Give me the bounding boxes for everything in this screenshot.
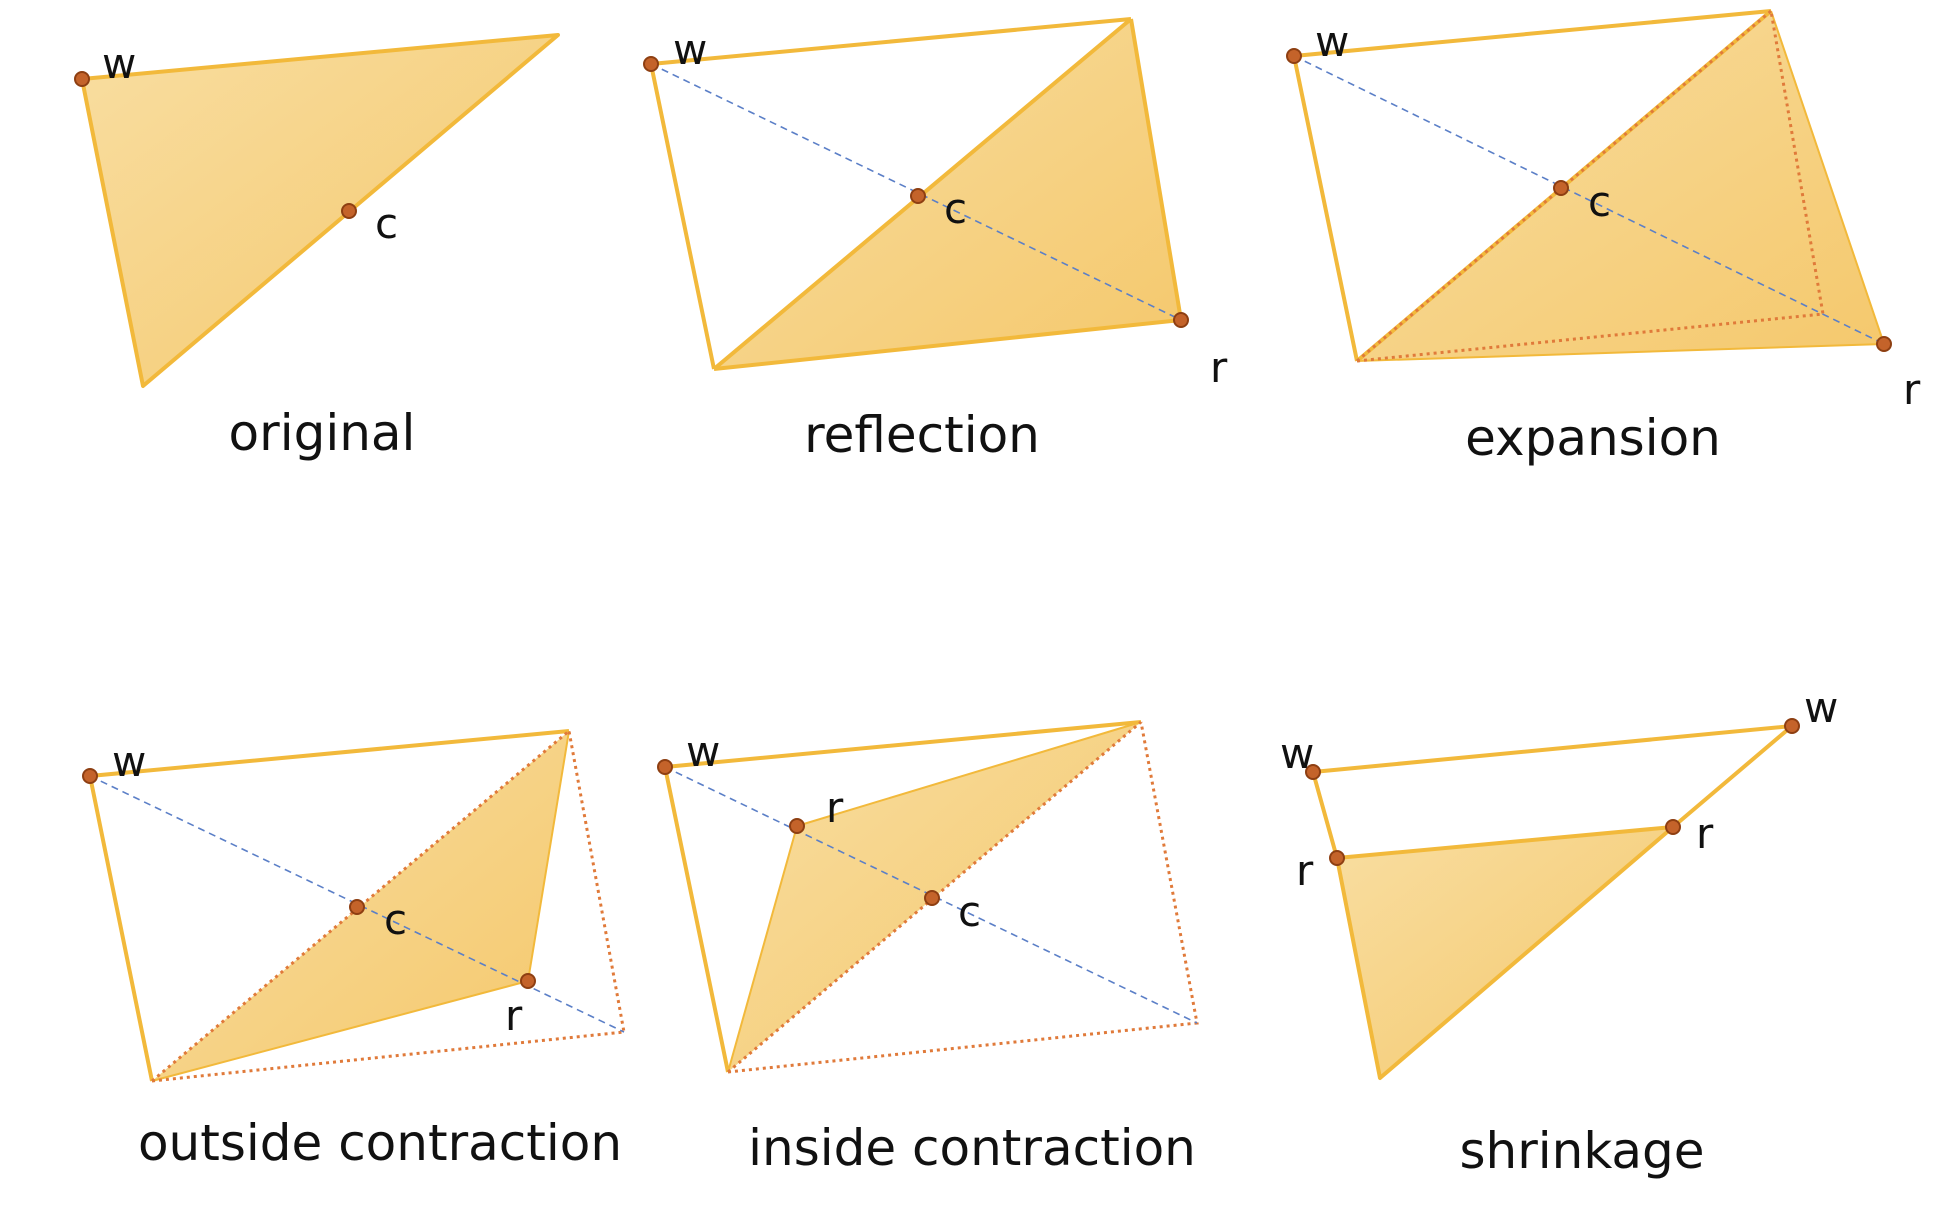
caption-reflection: reflection [804, 406, 1040, 464]
label-r: r [1210, 343, 1228, 392]
point-w [1286, 48, 1302, 64]
label-w: w [1315, 17, 1349, 66]
centroid-line [664, 766, 1198, 1024]
label-w: w [686, 727, 720, 776]
label-w: w [102, 39, 136, 88]
panel-shrinkage: w w r r shrinkage [1280, 683, 1838, 1180]
caption-outside-contraction: outside contraction [138, 1114, 622, 1172]
caption-shrinkage: shrinkage [1459, 1122, 1704, 1180]
point-r [520, 973, 536, 989]
reflected-simplex [714, 19, 1181, 369]
label-r: r [1903, 365, 1921, 414]
label-r-right: r [1696, 809, 1714, 858]
panel-original: w c original [74, 33, 560, 462]
shrunk-simplex [1335, 825, 1675, 1080]
centroid-line [1293, 55, 1885, 345]
panel-outside-contraction: w c r outside contraction [82, 729, 626, 1172]
point-c [1553, 180, 1569, 196]
caption-expansion: expansion [1465, 409, 1721, 467]
caption-original: original [229, 404, 416, 462]
label-w-right: w [1804, 683, 1838, 732]
panel-inside-contraction: w r c inside contraction [657, 720, 1199, 1177]
point-c [341, 203, 357, 219]
point-c [910, 188, 926, 204]
point-w-left [1305, 764, 1321, 780]
expanded-simplex [1357, 11, 1884, 361]
label-r-left: r [1296, 846, 1314, 895]
label-w-left: w [1280, 729, 1314, 778]
centroid-line [89, 775, 625, 1033]
point-r [789, 818, 805, 834]
point-c [349, 899, 365, 915]
point-w [74, 71, 90, 87]
point-c [924, 890, 940, 906]
reflected-outline [1356, 10, 1825, 363]
label-c: c [1588, 177, 1611, 226]
point-r [1876, 336, 1892, 352]
label-r: r [826, 783, 844, 832]
point-r [1173, 312, 1189, 328]
label-w: w [673, 25, 707, 74]
original-simplex [80, 33, 560, 388]
label-c: c [384, 895, 407, 944]
point-w [657, 759, 673, 775]
point-w [643, 56, 659, 72]
point-r-right [1665, 819, 1681, 835]
label-c: c [375, 199, 398, 248]
point-r-left [1329, 850, 1345, 866]
point-w [82, 768, 98, 784]
label-c: c [944, 184, 967, 233]
label-r: r [505, 991, 523, 1040]
caption-inside-contraction: inside contraction [748, 1119, 1196, 1177]
panel-expansion: w c r expansion [1286, 9, 1921, 467]
label-c: c [958, 887, 981, 936]
point-w-right [1784, 718, 1800, 734]
panel-reflection: w c r reflection [643, 17, 1228, 464]
original-outline [1311, 724, 1794, 859]
label-w: w [112, 737, 146, 786]
